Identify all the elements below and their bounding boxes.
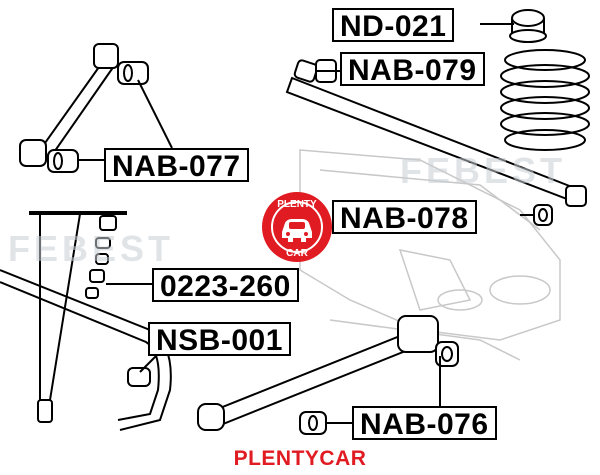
- lower-arm: [197, 315, 459, 435]
- logo-top-text: PLENTY: [277, 199, 317, 210]
- upper-arm: [285, 59, 587, 207]
- label-nab-078: NAB-078: [332, 200, 477, 235]
- stabilizer-link: [29, 211, 127, 423]
- label-nd-021: ND-021: [332, 8, 455, 43]
- bush-nab-078: [533, 204, 553, 226]
- label-nab-076: NAB-076: [352, 406, 497, 441]
- label-nab-079: NAB-079: [340, 52, 485, 87]
- label-0223-260: 0223-260: [152, 268, 299, 303]
- watermark-right: FEBEST: [400, 150, 567, 191]
- label-nsb-001: NSB-001: [148, 322, 291, 357]
- leader-lines: [78, 23, 534, 424]
- plentycar-logo: PLENTY CAR: [262, 192, 332, 262]
- brand-caption: PLENTYCAR: [233, 447, 367, 470]
- coil-spring: [500, 9, 590, 151]
- logo-bottom-text: CAR: [286, 248, 308, 259]
- lateral-arm: [19, 43, 149, 173]
- label-nab-077: NAB-077: [104, 148, 249, 183]
- watermark-left: FEBEST: [8, 228, 175, 269]
